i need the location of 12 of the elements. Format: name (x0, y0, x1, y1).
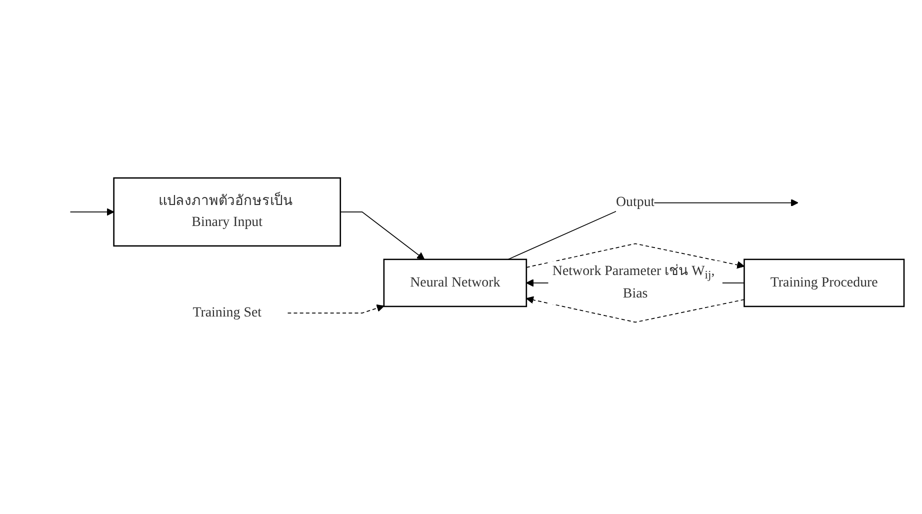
arrow (70, 208, 114, 216)
edge-label: Network Parameter เช่น W$_{ij}$, Bias (552, 263, 715, 302)
node-box (744, 258, 905, 307)
arrow (526, 242, 745, 268)
arrow (526, 296, 745, 322)
block-diagram: Output Network Parameter เช่น W$_{ij}$, Bias แปลงภาพตัวอักษรเป็น Binary Input Neural Network Training Procedure Training Set (11, 170, 911, 344)
node-text: Training Set (192, 304, 262, 320)
edge-label: Output (616, 194, 655, 210)
node-box (113, 177, 342, 246)
arrow (340, 211, 425, 260)
node-box (383, 258, 528, 307)
arrow (287, 304, 384, 314)
